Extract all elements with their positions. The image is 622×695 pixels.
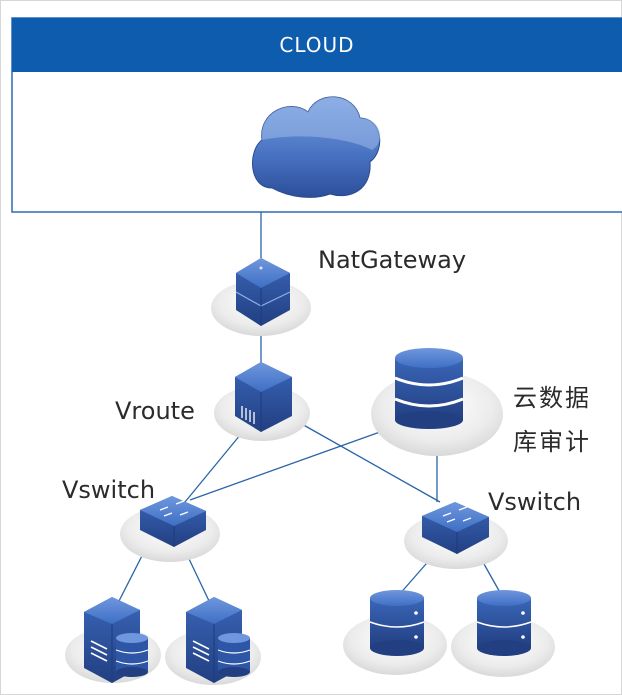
storage-icon-1	[369, 590, 425, 656]
switch-icon	[140, 496, 206, 547]
vswitch-right-label: Vswitch	[488, 488, 582, 516]
storage-icon-2	[476, 590, 532, 656]
db-audit-label-line1: 云数据	[513, 384, 591, 412]
vswitch-left-label: Vswitch	[62, 476, 156, 504]
link-db-vswitch-left	[189, 431, 381, 501]
natgateway-label: NatGateway	[318, 246, 467, 274]
vroute-label: Vroute	[115, 397, 195, 425]
database-icon	[394, 348, 464, 429]
cloud-panel-header	[12, 18, 622, 72]
gateway-icon	[235, 258, 291, 326]
switch-icon-right	[422, 502, 489, 554]
db-audit-label-line2: 库审计	[513, 428, 591, 456]
server-icon	[84, 597, 149, 683]
router-icon	[235, 362, 292, 432]
server-icon-2	[186, 597, 251, 683]
cloud-icon	[252, 96, 381, 198]
cloud-panel-title: CLOUD	[279, 33, 355, 57]
link-vroute-vswitch-right	[299, 422, 441, 503]
